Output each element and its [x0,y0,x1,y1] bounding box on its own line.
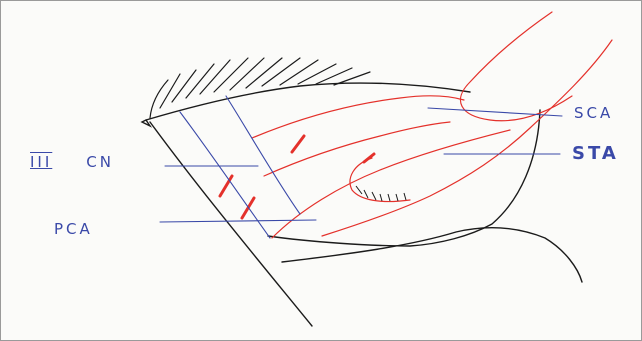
upper-vessel [252,96,464,138]
label-cn-text: CN [86,153,114,171]
middle-vessel [264,122,450,176]
small-loop [142,120,150,126]
sta-vessel [322,40,612,236]
label-sta: STA [572,145,619,163]
lower-contour [282,228,582,282]
label-third-cranial-nerve: III CN [30,155,114,170]
aneurysm-neck-marks [356,186,406,201]
red-vessels [252,12,612,238]
nerve-lower [226,96,300,214]
lower-vessel [272,130,510,238]
leader-pca [160,220,316,222]
upper-contour [146,83,470,120]
label-cn-numeral: III [30,155,52,170]
label-pca: PCA [54,222,93,237]
label-sca: SCA [574,106,613,121]
blue-structures [160,96,562,238]
